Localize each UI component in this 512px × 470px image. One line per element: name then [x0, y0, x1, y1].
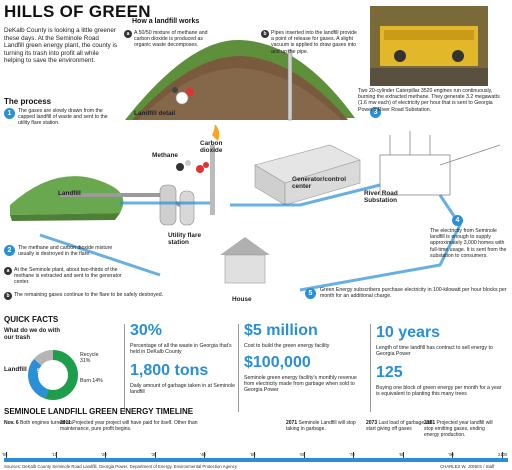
- step-4-badge: 4: [452, 215, 463, 226]
- timeline-tick: [154, 452, 156, 458]
- timeline-event-date: Nov. 6: [4, 420, 19, 426]
- timeline-event-text: Last load of garbage will start giving o…: [366, 420, 433, 432]
- step-1-badge: 1: [4, 108, 15, 119]
- divider-3: [370, 324, 371, 412]
- donut-landfill-label: Landfill: [4, 366, 27, 373]
- fact-30-pct-text: Percentage of all the waste in Georgia t…: [130, 343, 232, 356]
- divider-1: [124, 324, 125, 412]
- process-heading: The process: [4, 97, 52, 106]
- timeline-event: 2011 Projected year project will have pa…: [60, 420, 210, 432]
- fact-100k-text: Seminole green energy facility's monthly…: [244, 375, 357, 394]
- marker-b: b: [261, 30, 269, 38]
- timeline-tick: [452, 452, 454, 458]
- trash-donut-chart: [28, 350, 78, 400]
- process-step-a: At the Seminole plant, about two-thirds …: [14, 267, 122, 286]
- process-step-1: The gases are slowly drawn from the capp…: [18, 108, 108, 127]
- quick-facts-heading: QUICK FACTS: [4, 315, 59, 324]
- label-utility-flare: Utility flare station: [168, 232, 202, 246]
- landfill-detail-label: Landfill detail: [134, 110, 176, 117]
- label-landfill: Landfill: [58, 190, 81, 197]
- timeline-tick: [502, 452, 503, 458]
- timeline-bar: [4, 458, 508, 462]
- timeline-year-label: '20: [101, 452, 107, 457]
- timeline-tick: [254, 452, 255, 458]
- marker-step-b: b: [4, 292, 12, 300]
- generator-engine-photo: [370, 6, 488, 86]
- fact-5-million-text: Cost to build the green energy facility: [244, 343, 330, 349]
- landfill-cross-section: [125, 39, 355, 121]
- timeline-event: 2071 Seminole Landfill will stop taking …: [286, 420, 356, 432]
- timeline-event-date: 2073: [366, 420, 378, 426]
- landfill-works-b: Pipes inserted into the landfill provide…: [271, 30, 357, 55]
- timeline-event-date: 2101: [424, 420, 436, 426]
- process-illustration: [10, 125, 501, 292]
- label-house: House: [232, 296, 252, 303]
- timeline-tick: [204, 452, 206, 458]
- step-2-badge: 2: [4, 245, 15, 256]
- fact-10-years-text: Length of time landfill has contract to …: [376, 345, 493, 358]
- fact-5-million: $5 million: [244, 322, 318, 339]
- timeline-event-date: 2011: [60, 420, 71, 426]
- timeline-year-label: '50: [250, 452, 256, 457]
- timeline-year-label: '80: [398, 452, 405, 457]
- timeline-event-date: 2071: [286, 420, 298, 426]
- label-methane: Methane: [152, 152, 178, 159]
- landfill-works-a: A 50/50 mixture of methane and carbon di…: [134, 30, 208, 49]
- timeline-event-text: Projected year project will have paid fo…: [60, 420, 198, 432]
- timeline-tick: [55, 452, 57, 458]
- timeline-year-label: '06: [2, 452, 8, 457]
- label-substation: River Road Substation: [364, 190, 398, 204]
- step-3-badge: 3: [370, 107, 381, 118]
- marker-step-a: a: [4, 267, 12, 275]
- timeline-heading: SEMINOLE LANDFILL GREEN ENERGY TIMELINE: [4, 407, 194, 416]
- donut-title: What do we do with our trash: [4, 328, 60, 341]
- marker-a: a: [124, 30, 132, 38]
- fact-100k: $100,000: [244, 354, 311, 371]
- timeline-event-text: Projected year landfill will stop emitti…: [424, 420, 493, 438]
- timeline-year-label: '40: [200, 452, 206, 457]
- intro-text: DeKalb County is looking a little greene…: [4, 27, 118, 65]
- timeline-tick: [353, 452, 355, 458]
- process-step-b: The remaining gases continue to the flar…: [14, 292, 164, 298]
- timeline-tick: [303, 452, 305, 458]
- process-step-4: The electricity from Seminole landfill i…: [430, 228, 507, 259]
- timeline-year-label: '70: [349, 452, 355, 457]
- donut-recycle: Recycle 31%: [80, 352, 99, 365]
- label-generator: Generator/control center: [292, 176, 346, 190]
- step-5-badge: 5: [305, 288, 316, 299]
- fact-125: 125: [376, 364, 403, 381]
- timeline-year-label: '60: [299, 452, 306, 457]
- fact-30-pct: 30%: [130, 322, 163, 339]
- divider-2: [238, 324, 239, 412]
- timeline-year-label: 2100: [498, 452, 508, 457]
- fact-tons: 1,800 tons: [130, 362, 209, 379]
- donut-burn: Burn 14%: [80, 378, 103, 384]
- timeline-year-label: '90: [448, 452, 454, 457]
- page-title: HILLS OF GREEN: [4, 2, 151, 21]
- fact-tons-text: Daily amount of garbage taken in at Semi…: [130, 383, 235, 396]
- timeline-event: 2101 Projected year landfill will stop e…: [424, 420, 494, 438]
- timeline-event: Nov. 6 Both engines turned on.: [4, 420, 74, 426]
- timeline-tick: [105, 452, 107, 458]
- landfill-works-heading: How a landfill works: [132, 18, 200, 25]
- fact-10-years: 10 years: [376, 324, 441, 341]
- footer-sources: Sources: DeKalb County Seminole Road Lan…: [4, 464, 238, 469]
- timeline-year-label: '30: [150, 452, 157, 457]
- timeline-event-text: Seminole Landfill will stop taking in ga…: [286, 420, 356, 432]
- label-carbon-dioxide: Carbon dioxide: [200, 140, 223, 154]
- process-step-5: Green Energy subscribers purchase electr…: [320, 287, 507, 300]
- timeline-tick: [402, 452, 404, 458]
- timeline-event: 2073 Last load of garbage will start giv…: [366, 420, 436, 432]
- timeline-year-label: '10: [51, 452, 58, 457]
- footer-credit: CHARLES W. JONES / Staff: [440, 464, 495, 469]
- donut-landfill-pct: 55%: [37, 369, 50, 375]
- fact-125-text: Buying one block of green energy per mon…: [376, 385, 502, 398]
- process-step-2: The methane and carbon dioxide mixture u…: [18, 245, 113, 258]
- generator-note: Two 20-cylinder Caterpillar 3520 engines…: [358, 88, 500, 113]
- timeline-tick: [6, 452, 7, 458]
- timeline-event-text: Both engines turned on.: [20, 420, 74, 426]
